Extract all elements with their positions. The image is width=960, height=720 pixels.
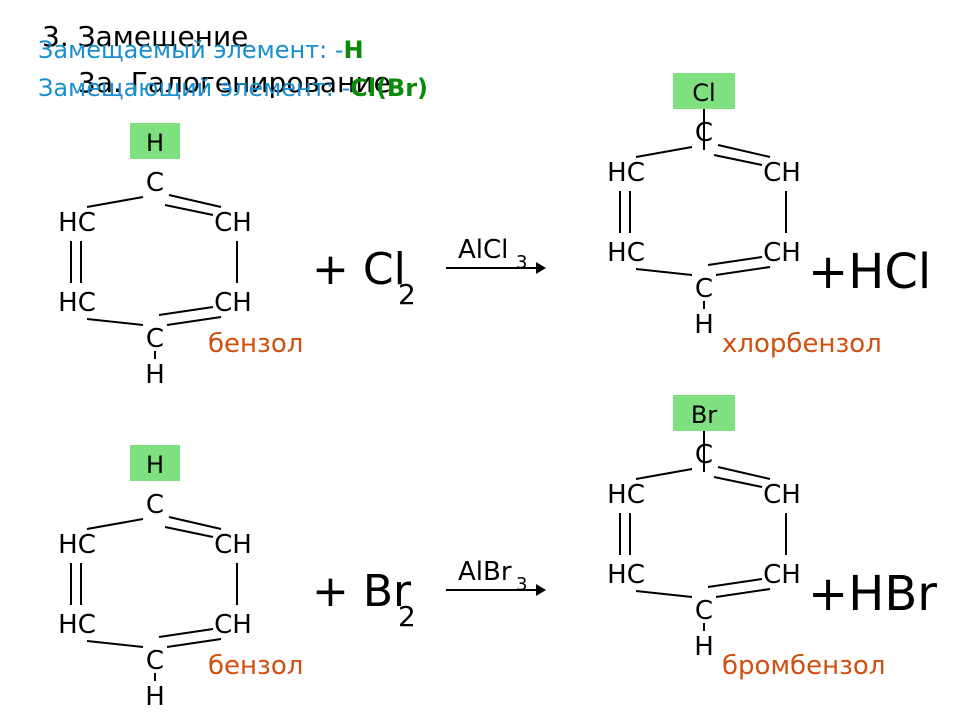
reaction-2-reactant-substituent-label: H <box>146 451 164 479</box>
reaction-1-reactant-bond-bottom-right <box>166 316 222 326</box>
reaction-2-reactant-bond-bottom-right <box>166 638 222 648</box>
reaction-2-reactant-atom-bottom-c: C <box>146 646 164 676</box>
reaction-2-byproduct: +HBr <box>808 566 937 622</box>
reaction-2-product-atom-top-left: HC <box>607 480 645 510</box>
reaction-2-reagent-subscript: 2 <box>398 600 416 633</box>
reaction-2-catalyst-subscript: 3 <box>516 574 527 595</box>
reaction-2-reactant-atom-bottom-h: H <box>145 682 165 712</box>
reaction-1-product-bond-bottom-right-inner <box>707 256 763 266</box>
reaction-2-product-atom-bottom-right: CH <box>763 560 801 590</box>
reaction-1-product-substituent-label: Cl <box>692 79 715 107</box>
reaction-1-product-atom-top-right: CH <box>763 158 801 188</box>
reaction-2-product-bond-bottom-right <box>715 588 771 598</box>
reaction-1-reactant-atom-top-right: CH <box>214 208 252 238</box>
reaction-1-reactant-atom-bottom-right: CH <box>214 288 252 318</box>
reaction-2-arrow-head <box>536 584 546 596</box>
reaction-1-reactant-name: бензол <box>208 329 303 359</box>
replacing-element-line: Замещающий элемент: -Cl(Br) <box>38 74 428 102</box>
replacing-element-value: Cl(Br) <box>350 74 429 102</box>
section-title: 3. Замещение <box>42 20 249 53</box>
reaction-2-product-bond-top-left <box>635 468 693 480</box>
reaction-2-reactant-bond-top-right <box>168 516 222 530</box>
reaction-2-product-atom-bottom-left: HC <box>607 560 645 590</box>
reaction-2-product-bond-bottom-left <box>635 590 693 598</box>
reaction-1-reagent: + Cl <box>312 244 406 295</box>
reaction-1-product-atom-bottom-right: CH <box>763 238 801 268</box>
reaction-2-reactant-substituent-box <box>130 445 180 481</box>
reaction-2-reactant-bond-top-left <box>86 518 144 530</box>
reaction-2-product-substituent-box <box>673 395 735 431</box>
reaction-1-reactant-atom-bottom-h: H <box>145 360 165 390</box>
reaction-2-reactant-atom-top-right: CH <box>214 530 252 560</box>
reaction-1-reactant-bond-bottom-right-inner <box>158 306 214 316</box>
subsection-title: 3а. Галогенирование <box>78 66 391 99</box>
reaction-1-reactant-bond-top-left <box>86 196 144 208</box>
replaced-element-value: H <box>343 36 364 64</box>
replaced-element-line: Замещаемый элемент: -H <box>38 36 364 64</box>
reaction-2-catalyst: AlBr <box>458 557 512 587</box>
reaction-2-reactant-bond-top-right-inner <box>164 526 214 538</box>
reaction-1-catalyst: AlCl <box>458 235 508 265</box>
reaction-1-product-atom-bottom-h: H <box>694 310 714 340</box>
reaction-2-reactant-atom-bottom-right: CH <box>214 610 252 640</box>
reaction-1-product-bond-top-left <box>635 146 693 158</box>
replacing-element-label: Замещающий элемент: - <box>38 74 351 102</box>
reaction-1-reagent-subscript: 2 <box>398 278 416 311</box>
reaction-2-reactant-atom-top-left: HC <box>58 530 96 560</box>
reaction-2-reactant-atom-bottom-left: HC <box>58 610 96 640</box>
reaction-1-reactant-bond-top-right-inner <box>164 204 214 216</box>
reaction-2-product-bond-top-right-inner <box>713 476 763 488</box>
reaction-1-byproduct: +HCl <box>808 244 931 300</box>
reaction-1-product-bond-bottom-right <box>715 266 771 276</box>
reaction-1-reactant-substituent-box <box>130 123 180 159</box>
reaction-2-product-atom-top-right: CH <box>763 480 801 510</box>
reaction-1-product-substituent-box <box>673 73 735 109</box>
reaction-1-product-bond-top-right <box>717 144 771 158</box>
reaction-1-product-name: хлорбензол <box>722 329 882 359</box>
reaction-2-product-bond-top-right <box>717 466 771 480</box>
reaction-1-arrow-head <box>536 262 546 274</box>
reaction-1-reactant-atom-bottom-c: C <box>146 324 164 354</box>
reaction-2-product-name: бромбензол <box>722 651 885 681</box>
reaction-1-reactant-atom-top-left: HC <box>58 208 96 238</box>
reaction-1-reactant-atom-top-c: C <box>146 168 164 198</box>
reaction-2-product-atom-bottom-c: C <box>695 596 713 626</box>
reaction-1-reactant-bond-bottom-left <box>86 318 144 326</box>
reaction-2-product-substituent-label: Br <box>691 401 717 429</box>
reaction-2-product-bond-bottom-right-inner <box>707 578 763 588</box>
reaction-1-catalyst-subscript: 3 <box>516 252 527 273</box>
reaction-1-product-atom-bottom-c: C <box>695 274 713 304</box>
reaction-2-reactant-name: бензол <box>208 651 303 681</box>
reaction-1-reactant-substituent-label: H <box>146 129 164 157</box>
reaction-2-reactant-bond-bottom-left <box>86 640 144 648</box>
reaction-1-reactant-bond-top-right <box>168 194 222 208</box>
reaction-2-reagent: + Br <box>312 566 412 617</box>
reaction-1-product-atom-bottom-left: HC <box>607 238 645 268</box>
reaction-2-reactant-atom-top-c: C <box>146 490 164 520</box>
reaction-2-product-atom-bottom-h: H <box>694 632 714 662</box>
reaction-2-reactant-bond-bottom-right-inner <box>158 628 214 638</box>
reaction-1-product-atom-top-left: HC <box>607 158 645 188</box>
reaction-1-reactant-atom-bottom-left: HC <box>58 288 96 318</box>
replaced-element-label: Замещаемый элемент: - <box>38 36 344 64</box>
reaction-1-product-bond-bottom-left <box>635 268 693 276</box>
reaction-1-product-bond-top-right-inner <box>713 154 763 166</box>
